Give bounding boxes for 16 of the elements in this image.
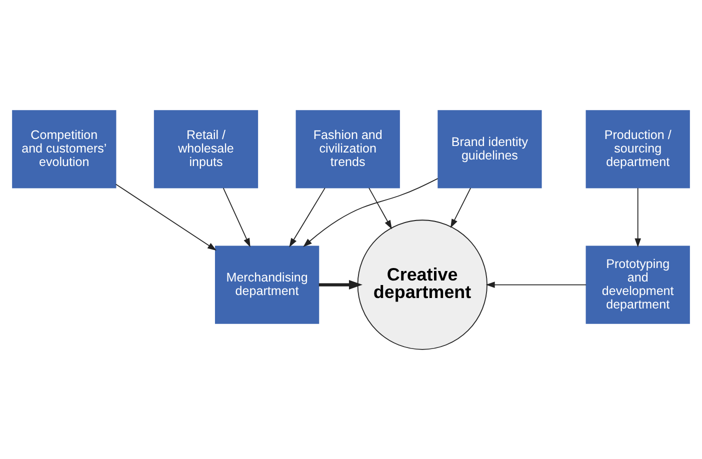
arrow — [222, 187, 250, 247]
node-box: Retail / wholesale inputs — [154, 110, 258, 188]
arrow — [486, 281, 586, 288]
arrow — [634, 187, 641, 247]
node-box: Fashion and civilization trends — [296, 110, 400, 188]
node-box: Competition and customers’ evolution — [12, 110, 116, 188]
node-box: Brand identity guidelines — [438, 110, 542, 188]
arrow — [303, 178, 438, 247]
arrow — [115, 183, 217, 250]
node-box: Merchandising department — [214, 245, 320, 324]
node-box: Production / sourcing department — [586, 110, 690, 188]
arrow — [368, 187, 392, 229]
arrow — [450, 187, 472, 228]
arrow — [318, 280, 362, 289]
node-box: Prototyping and development department — [586, 245, 690, 324]
arrow — [289, 187, 326, 247]
